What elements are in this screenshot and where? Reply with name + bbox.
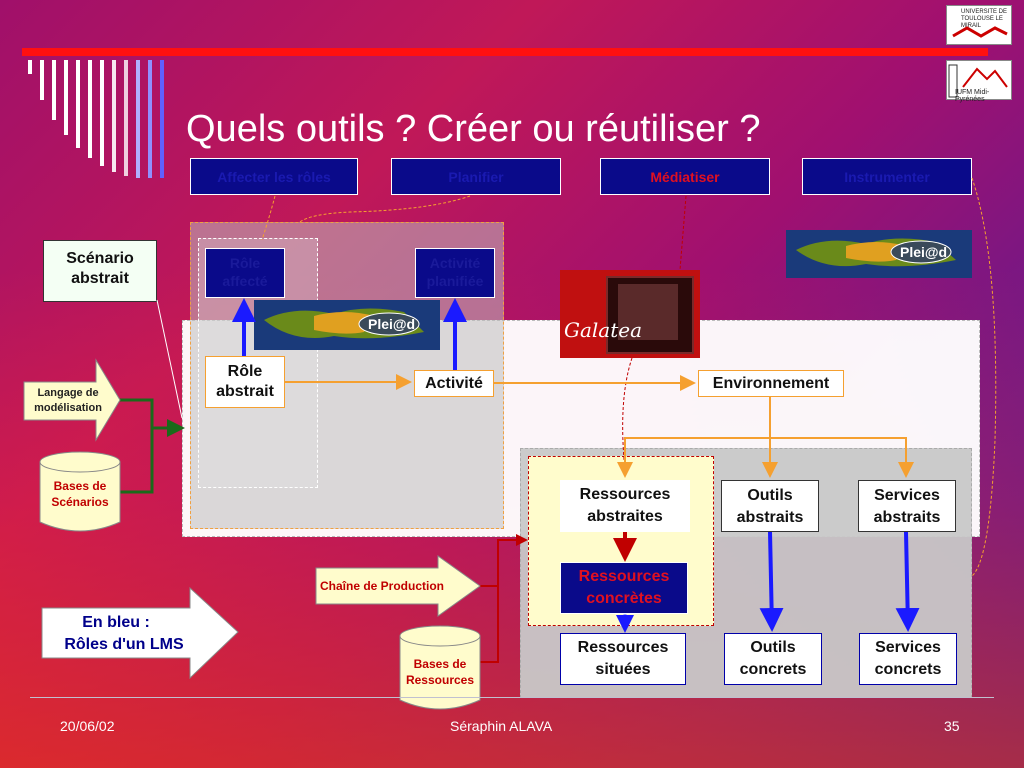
- connector-planifier: [299, 195, 471, 223]
- connector-affecter: [261, 195, 276, 241]
- chaine-label: Chaîne de Production: [320, 579, 445, 593]
- ressources-concretes-box: Ressources concrètes: [560, 562, 688, 614]
- outils-concrets-label: Outils concrets: [739, 639, 807, 678]
- universite-logo-text: UNIVERSITE DE TOULOUSE LE MIRAIL: [961, 9, 1008, 29]
- footer-page-number: 35: [944, 718, 960, 734]
- header-planifier: Planifier: [391, 158, 561, 195]
- cylinder-bases-ressources: [399, 625, 481, 710]
- chaine-arrow-shape: [315, 555, 481, 617]
- pleiad-logo-icon: [796, 238, 956, 267]
- galatea-logo-text: Galatea: [564, 318, 643, 342]
- connector-chaine: [478, 534, 528, 587]
- connector-bases-ressources: [478, 586, 499, 663]
- services-abstraits-label: Services abstraits: [873, 487, 941, 526]
- slide-title: Quels outils ? Créer ou réutiliser ?: [186, 108, 761, 150]
- connector-mediatiser: [679, 195, 687, 271]
- ressources-concretes-label: Ressources concrètes: [578, 568, 670, 607]
- arrow-services-concrets: [895, 531, 920, 632]
- header-affecter-label: Affecter les rôles: [217, 169, 331, 185]
- role-abstrait-box: Rôle abstrait: [205, 356, 285, 408]
- environnement-box: Environnement: [698, 370, 844, 397]
- activite-planifiee-box: Activité planifiée: [415, 248, 495, 298]
- pleiad-logo-middle-icon: [264, 308, 424, 339]
- connector-env-branches: [624, 437, 907, 476]
- ressources-situees-label: Ressources situées: [577, 639, 669, 678]
- roles-lms-label: Rôles d'un LMS: [64, 636, 184, 653]
- scenario-abstrait-label: Scénario abstrait: [66, 250, 134, 287]
- header-affecter-roles: Affecter les rôles: [190, 158, 358, 195]
- connector-instrumenter: [971, 177, 997, 577]
- header-planifier-label: Planifier: [448, 169, 504, 185]
- universite-logo-icon: [952, 26, 1008, 38]
- role-abstrait-label: Rôle abstrait: [216, 363, 274, 400]
- footer-author: Séraphin ALAVA: [450, 718, 553, 734]
- pleiad-logo-middle: Plei@d: [254, 300, 440, 350]
- pleiad-logo-top: Plei@d: [786, 230, 972, 278]
- services-concrets-box: Services concrets: [859, 633, 957, 685]
- activite-planifiee-label: Activité planifiée: [426, 255, 484, 289]
- scenario-abstrait-box: Scénario abstrait: [43, 240, 157, 302]
- services-abstraits-box: Services abstraits: [858, 480, 956, 532]
- outils-concrets-box: Outils concrets: [724, 633, 822, 685]
- ressources-situees-box: Ressources situées: [560, 633, 686, 685]
- footer-divider: [30, 697, 994, 698]
- top-red-bar: [22, 48, 988, 56]
- langage-label: Langage de modélisation: [34, 387, 102, 414]
- header-mediatiser-label: Médiatiser: [650, 169, 720, 185]
- iufm-logo-icon: [948, 64, 1008, 98]
- en-bleu-label: En bleu :: [82, 614, 150, 631]
- en-bleu-arrow-shape: [41, 586, 239, 680]
- services-concrets-label: Services concrets: [874, 639, 942, 678]
- iufm-logo: IUFM Midi-Pyrénées: [946, 60, 1012, 103]
- role-affecte-box: Rôle affecté: [205, 248, 285, 298]
- arrow-outils-concrets: [759, 531, 784, 632]
- ressources-abstraites-box: Ressources abstraites: [560, 480, 690, 532]
- header-instrumenter: Instrumenter: [802, 158, 972, 195]
- pleiad-logo-middle-text: Plei@d: [368, 316, 416, 332]
- universite-logo: UNIVERSITE DE TOULOUSE LE MIRAIL: [946, 5, 1012, 45]
- ressources-abstraites-label: Ressources abstraites: [579, 486, 671, 525]
- role-affecte-label: Rôle affecté: [222, 255, 268, 289]
- cylinder-bases-scenarios: [39, 451, 121, 532]
- header-instrumenter-label: Instrumenter: [844, 169, 930, 185]
- connector-bases-scenarios: [120, 428, 154, 494]
- connector-langage: [118, 398, 185, 437]
- activite-label: Activité: [425, 375, 483, 392]
- pleiad-logo-top-text: Plei@d: [900, 244, 948, 260]
- outils-abstraits-label: Outils abstraits: [736, 487, 804, 526]
- environnement-label: Environnement: [712, 375, 830, 392]
- footer-date: 20/06/02: [60, 718, 115, 734]
- bases-scenarios-label: Bases de Scénarios: [51, 479, 109, 509]
- connector-scenario: [156, 299, 183, 419]
- galatea-logo: Galatea: [560, 270, 700, 358]
- bases-ressources-label: Bases de Ressources: [405, 657, 475, 687]
- iufm-logo-text: IUFM Midi-Pyrénées: [955, 89, 990, 103]
- outils-abstraits-box: Outils abstraits: [721, 480, 819, 532]
- langage-arrow-shape: [23, 358, 121, 442]
- activite-box: Activité: [414, 370, 494, 397]
- header-mediatiser: Médiatiser: [600, 158, 770, 195]
